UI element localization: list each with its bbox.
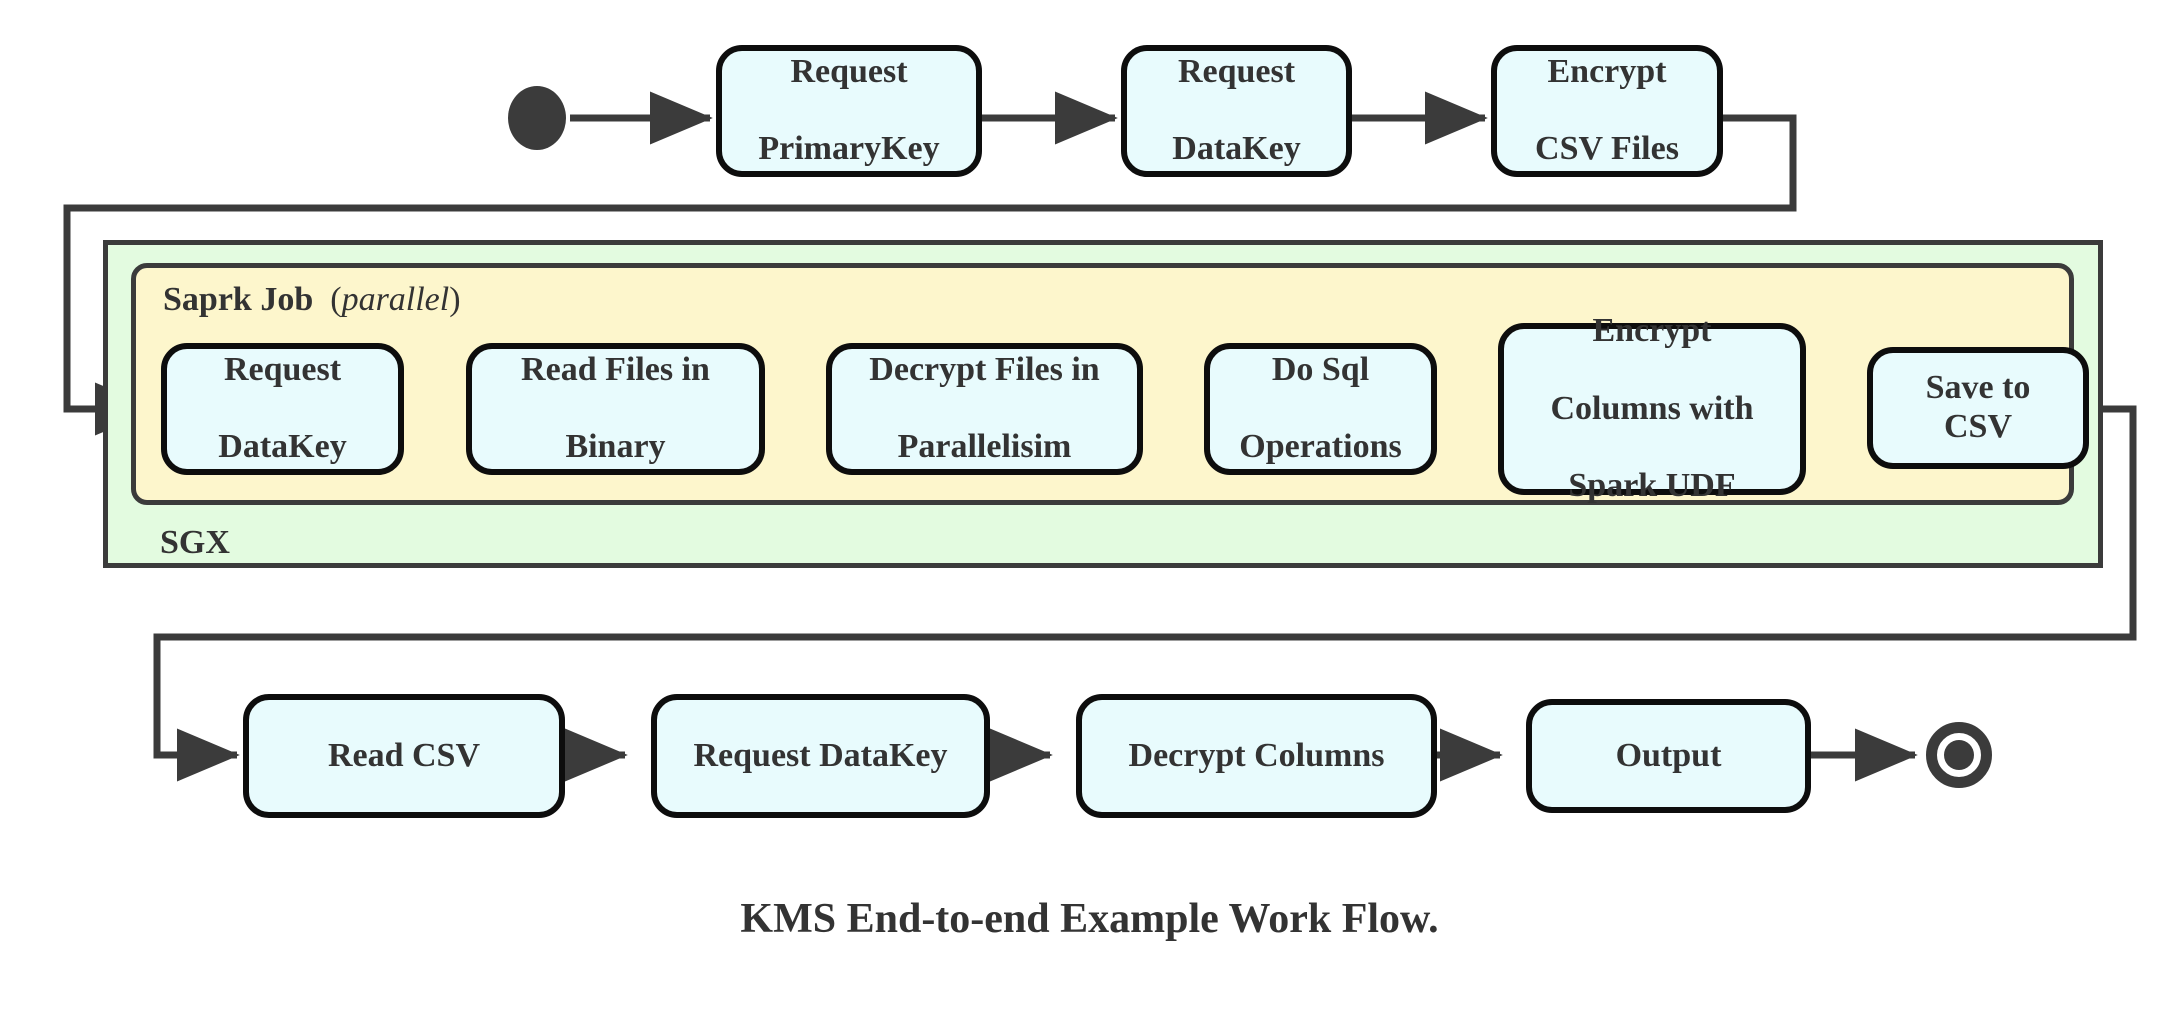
node-label: Decrypt Columns	[1128, 736, 1385, 774]
node-save-to-csv[interactable]: Save to CSV	[1867, 347, 2089, 469]
node-request-datakey-bottom[interactable]: Request DataKey	[651, 694, 990, 818]
node-label: Save to CSV	[1925, 369, 2031, 445]
node-decrypt-columns[interactable]: Decrypt Columns	[1076, 694, 1437, 818]
node-label: Request DataKey	[693, 736, 948, 774]
group-label-spark-job: Saprk Job (parallel)	[163, 281, 461, 318]
node-label: Output	[1615, 736, 1722, 774]
node-label: Read CSV	[327, 736, 481, 774]
end-node-icon	[1926, 722, 1992, 788]
diagram-caption: KMS End-to-end Example Work Flow.	[740, 896, 1439, 942]
start-node-icon	[508, 86, 566, 150]
group-label-sgx: SGX	[160, 524, 230, 561]
node-read-csv[interactable]: Read CSV	[243, 694, 565, 818]
node-output[interactable]: Output	[1526, 699, 1811, 813]
